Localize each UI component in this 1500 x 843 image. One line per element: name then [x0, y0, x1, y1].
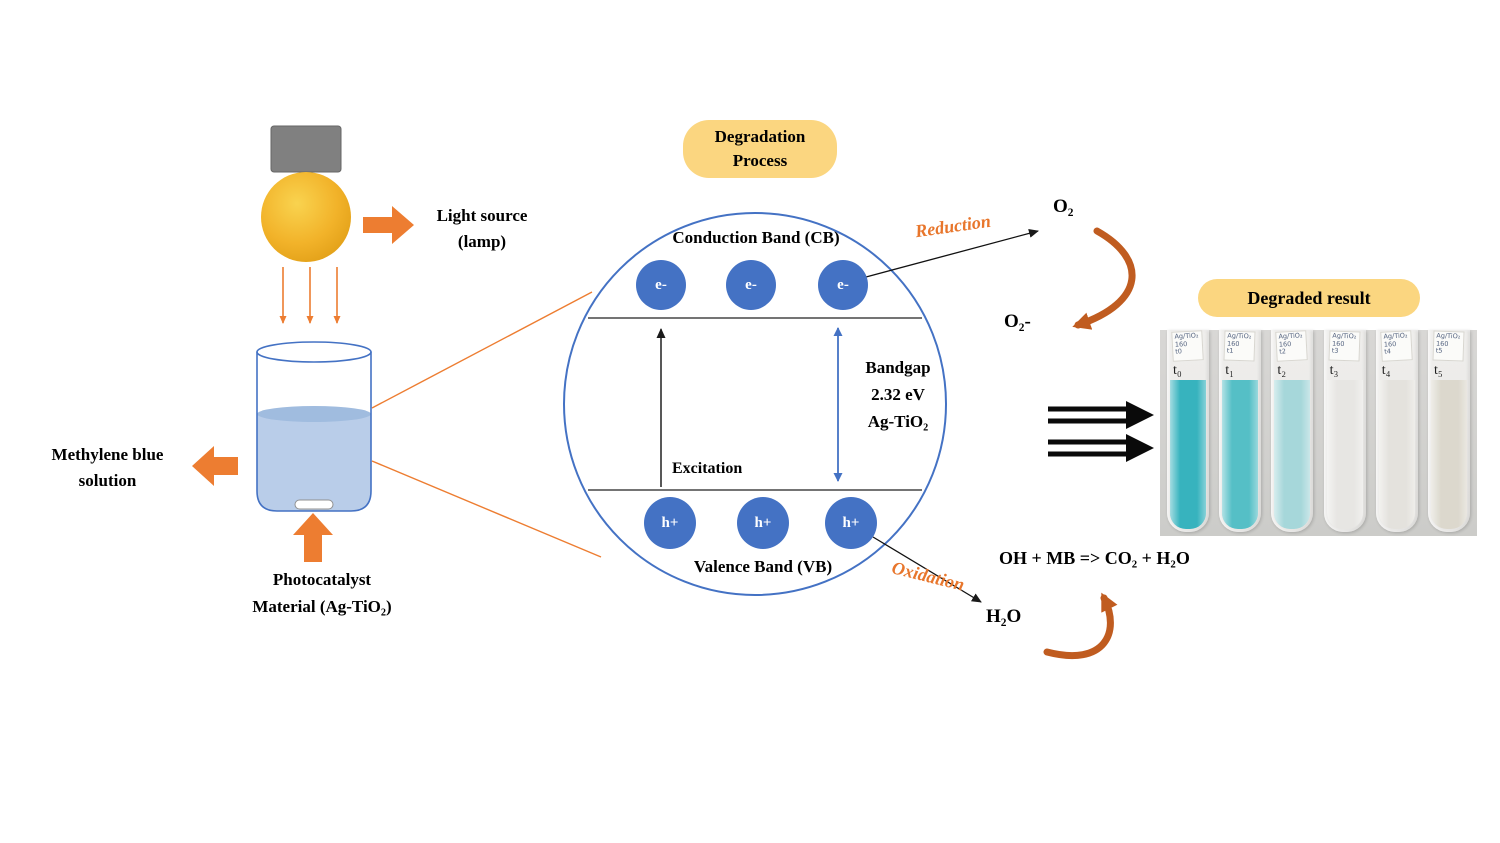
tube-5-tag: t₅ [1433, 363, 1443, 378]
process-box-line1: Degradation [714, 127, 806, 146]
test-tube-5: Ag/TiO₂ 160 t5 t₅ [1427, 330, 1470, 532]
tube-0-liquid [1170, 380, 1206, 529]
electron-circle-2: e- [726, 260, 776, 310]
lamp [261, 125, 351, 262]
electron-circle-3: e- [818, 260, 868, 310]
h2o-label: H₂O [986, 606, 1022, 627]
tube-3-slip: Ag/TiO₂ 160 t3 [1328, 330, 1361, 362]
test-tube-3: Ag/TiO₂ 160 t3 t₃ [1323, 330, 1366, 532]
beaker [256, 341, 372, 512]
arrow-from-photocatalyst-label [293, 513, 333, 562]
degraded-result-box: Degraded result [1198, 279, 1420, 317]
methylene-line1: Methylene blue [51, 445, 164, 464]
test-tube-4: Ag/TiO₂ 160 t4 t₄ [1375, 330, 1418, 532]
tube-0-slip: Ag/TiO₂ 160 t0 [1171, 330, 1204, 362]
degraded-result-title: Degraded result [1247, 287, 1371, 308]
hole-circle-3: h+ [825, 497, 877, 549]
arrow-to-methylene-label [192, 446, 238, 486]
zoom-line-bottom [371, 460, 602, 558]
beaker-rim [256, 341, 372, 363]
tube-2-liquid [1274, 380, 1311, 529]
o2-label: O₂ [1053, 196, 1074, 217]
test-tube-2: Ag/TiO₂ 160 t2 t₂ [1271, 330, 1314, 532]
process-box-line2: Process [732, 151, 788, 170]
light-source-line2: (lamp) [457, 232, 507, 251]
photocatalyst-line2: Material (Ag-TiO₂) [252, 597, 392, 616]
test-tube-1: Ag/TiO₂ 160 t1 t₁ [1219, 330, 1262, 532]
bandgap-label: Bandgap 2.32 eV Ag-TiO₂ [841, 354, 955, 435]
result-double-arrows [1048, 406, 1128, 457]
beaker-liquid-surface [257, 406, 371, 422]
result-arrow2-head [1126, 434, 1154, 462]
tube-4-tag: t₄ [1381, 363, 1391, 378]
electron-circle-1: e- [636, 260, 686, 310]
tube-5-slip: Ag/TiO₂ 160 t5 [1432, 330, 1465, 362]
zoom-line-top [371, 291, 593, 409]
valence-band-label: Valence Band (VB) [693, 557, 833, 576]
tube-3-liquid [1326, 380, 1363, 529]
light-source-line1: Light source [436, 206, 528, 225]
lamp-bulb [261, 172, 351, 262]
o2-radical-label: O₂- [1004, 311, 1031, 332]
hole-circle-2: h+ [737, 497, 789, 549]
tube-1-tag: t₁ [1225, 363, 1234, 378]
result-arrow1-head [1126, 401, 1154, 429]
o2-cycle-curved-arrow [1072, 227, 1136, 330]
tube-0-tag: t₀ [1173, 363, 1182, 378]
beaker-liquid [257, 414, 371, 511]
bandgap-line1: Bandgap [865, 358, 931, 377]
arrow-to-light-source-label [363, 206, 414, 244]
methylene-line2: solution [78, 471, 137, 490]
tube-3-tag: t₃ [1329, 363, 1339, 378]
light-source-label: Light source (lamp) [412, 203, 552, 255]
light-rays [279, 267, 341, 324]
h2o-cycle-curved-arrow [1043, 592, 1118, 660]
tube-1-liquid [1222, 380, 1259, 529]
test-tube-0: Ag/TiO₂ 160 t0 t₀ [1167, 330, 1209, 532]
reduction-arrow [865, 228, 1039, 278]
tube-2-slip: Ag/TiO₂ 160 t2 [1275, 330, 1309, 362]
oxidation-arrow [872, 536, 982, 603]
bandgap-line2: 2.32 eV [871, 385, 925, 404]
mineralization-equation: OH + MB => CO₂ + H₂O [999, 548, 1190, 568]
degraded-result-photo: Ag/TiO₂ 160 t0 t₀ Ag/TiO₂ 160 t1 t₁ Ag/T… [1160, 330, 1477, 536]
bandgap-line3: Ag-TiO₂ [867, 412, 929, 431]
degradation-process-box: Degradation Process [683, 120, 837, 178]
tube-4-liquid [1378, 380, 1415, 529]
conduction-band-label: Conduction Band (CB) [672, 228, 840, 247]
lamp-cap [270, 125, 342, 173]
beaker-outline [256, 352, 372, 512]
tube-2-tag: t₂ [1277, 363, 1287, 378]
tube-5-liquid [1430, 380, 1467, 529]
excitation-label: Excitation [672, 460, 743, 477]
photocatalyst-label: Photocatalyst Material (Ag-TiO₂) [212, 566, 432, 620]
tube-1-slip: Ag/TiO₂ 160 t1 [1223, 330, 1256, 362]
tube-4-slip: Ag/TiO₂ 160 t4 [1379, 330, 1413, 362]
methylene-blue-label: Methylene blue solution [25, 442, 190, 494]
photocatalyst-line1: Photocatalyst [272, 570, 372, 589]
hole-circle-1: h+ [644, 497, 696, 549]
stir-bar [294, 499, 334, 510]
